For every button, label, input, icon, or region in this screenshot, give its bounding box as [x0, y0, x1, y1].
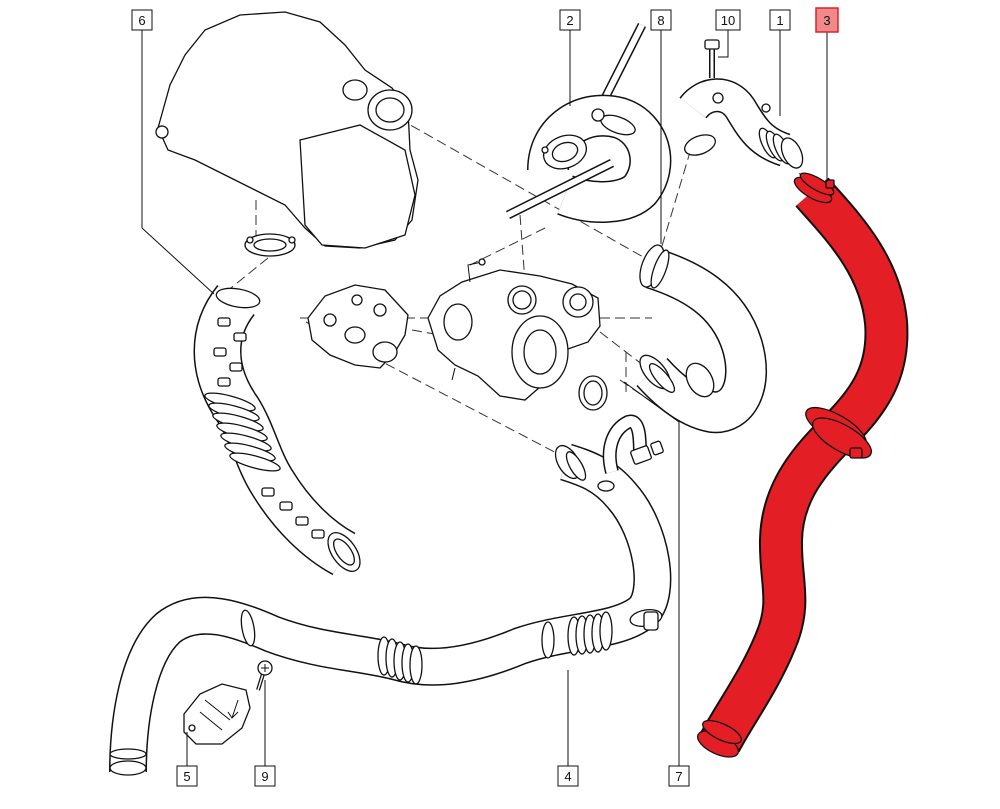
callout-2-number[interactable]: 2: [566, 13, 573, 28]
leader-lines: [141, 30, 828, 766]
callout-8[interactable]: 8: [650, 9, 672, 31]
callout-1-number[interactable]: 1: [776, 13, 783, 28]
callout-4[interactable]: 4: [557, 765, 579, 787]
callout-9[interactable]: 9: [254, 765, 276, 787]
callout-7-number[interactable]: 7: [675, 769, 682, 784]
turbo-side-block: [307, 284, 409, 369]
callout-9-number[interactable]: 9: [261, 769, 268, 784]
callout-6-number[interactable]: 6: [138, 13, 145, 28]
callout-3-box[interactable]: [815, 7, 839, 33]
callout-4-number[interactable]: 4: [564, 769, 571, 784]
callout-8-box[interactable]: [650, 9, 672, 31]
callout-2-box[interactable]: [559, 9, 581, 31]
callout-7-box[interactable]: [668, 765, 690, 787]
intake-manifold: [155, 11, 419, 257]
callout-10[interactable]: 10: [715, 9, 741, 31]
callout-10-number[interactable]: 10: [721, 13, 735, 28]
callout-4-box[interactable]: [557, 765, 579, 787]
part-2-elbow-pipe: [505, 22, 672, 223]
part-3-red-hose: [696, 172, 909, 758]
callout-9-box[interactable]: [254, 765, 276, 787]
callout-1[interactable]: 1: [769, 9, 791, 31]
part-1-elbow-connector: [679, 78, 804, 169]
callout-5-box[interactable]: [176, 765, 198, 787]
callout-8-number[interactable]: 8: [657, 13, 664, 28]
callout-6-box[interactable]: [131, 9, 153, 31]
callout-2[interactable]: 2: [559, 9, 581, 31]
part-6-flex-pipe: [193, 285, 361, 576]
part-7-bracket-tube: [597, 414, 664, 492]
part-9-screw: [256, 660, 273, 691]
part-10-bolt: [704, 39, 720, 78]
part-5-bracket: [183, 683, 251, 745]
callout-3-selected[interactable]: 3: [815, 7, 839, 33]
callout-5[interactable]: 5: [176, 765, 198, 787]
callout-6[interactable]: 6: [131, 9, 153, 31]
turbocharger: [427, 258, 601, 401]
part-4-long-pipe: [109, 443, 672, 776]
callout-1-box[interactable]: [769, 9, 791, 31]
part-8-u-hose: [636, 244, 767, 434]
callout-3-number[interactable]: 3: [823, 13, 830, 28]
callout-10-box[interactable]: [715, 9, 741, 31]
gasket-ring: [578, 375, 608, 411]
callout-7[interactable]: 7: [668, 765, 690, 787]
callout-5-number[interactable]: 5: [183, 769, 190, 784]
